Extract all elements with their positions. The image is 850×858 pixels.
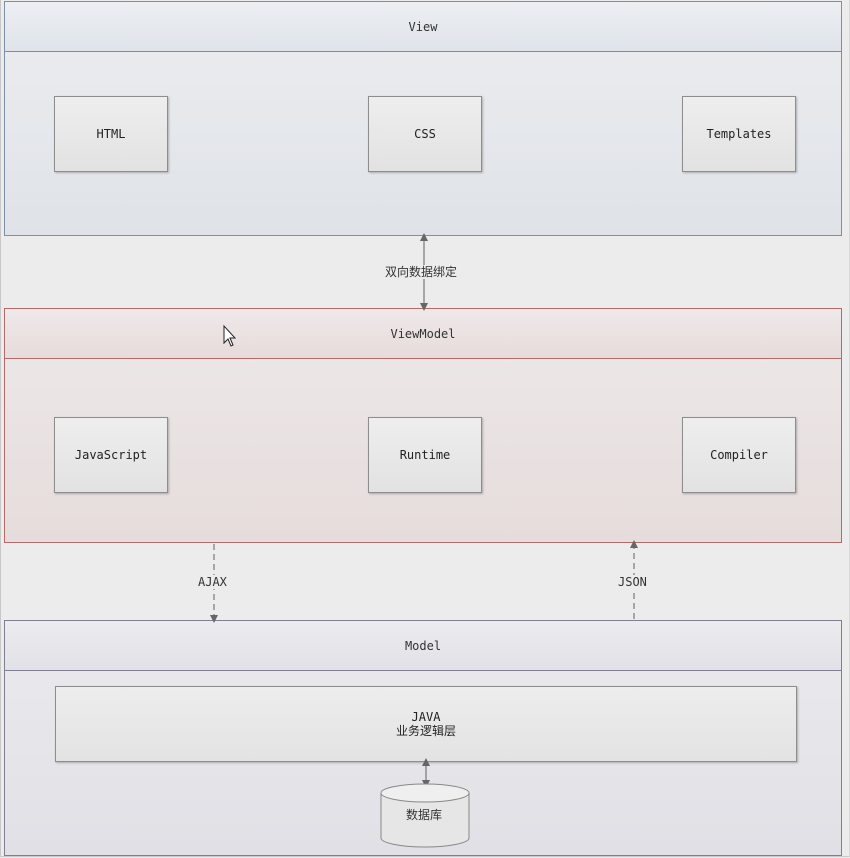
templates-box: Templates	[682, 96, 796, 172]
json-label: JSON	[616, 575, 649, 589]
javascript-box: JavaScript	[54, 417, 168, 493]
ajax-label: AJAX	[196, 575, 229, 589]
binding-label: 双向数据绑定	[383, 265, 460, 279]
mouse-cursor-icon	[223, 324, 237, 347]
html-box: HTML	[54, 96, 168, 172]
view-layer-title: View	[5, 2, 841, 52]
database-cylinder-icon	[380, 783, 470, 848]
viewmodel-layer: ViewModel JavaScript Runtime Compiler	[4, 308, 842, 543]
view-layer: View HTML CSS Templates	[4, 1, 842, 236]
business-logic-line2: 业务逻辑层	[395, 724, 456, 738]
viewmodel-layer-title: ViewModel	[5, 309, 841, 359]
runtime-box: Runtime	[368, 417, 482, 493]
database-label: 数据库	[406, 808, 443, 822]
compiler-box: Compiler	[682, 417, 796, 493]
model-layer-title: Model	[5, 621, 841, 671]
css-box: CSS	[368, 96, 482, 172]
business-logic-line1: JAVA	[411, 710, 441, 724]
business-logic-box: JAVA 业务逻辑层	[55, 686, 797, 762]
